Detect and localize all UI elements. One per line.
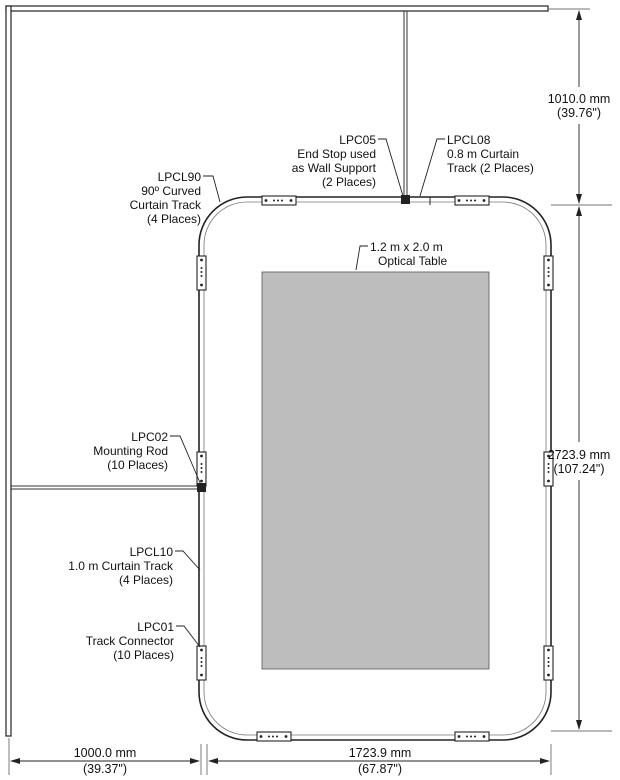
table-label: Optical Table: [378, 254, 447, 268]
dimension-bottom-left: 1000.0 mm (39.37"): [8, 738, 202, 776]
dimension-value: 2723.9 mm: [548, 448, 611, 462]
track-connector: [196, 645, 207, 681]
dimension-value: 1010.0 mm: [548, 92, 611, 106]
callout-lpcl90: LPCL90 90º Curved Curtain Track (4 Place…: [130, 170, 202, 226]
callout-line: 0.8 m Curtain: [447, 147, 519, 161]
track-connector: [543, 645, 554, 681]
dimension-bottom-center: 1723.9 mm (67.87"): [206, 744, 552, 776]
callout-line: LPC02: [131, 430, 168, 444]
callout-line: (10 Places): [113, 648, 174, 662]
callout-line: Curtain Track: [130, 198, 202, 212]
callout-line: LPC05: [339, 133, 376, 147]
callout-line: LPCL10: [130, 545, 174, 559]
callout-table: 1.2 m x 2.0 m Optical Table: [370, 240, 447, 268]
dimension-top-right: 1010.0 mm (39.76"): [548, 8, 612, 206]
callout-line: Track (2 Places): [447, 161, 534, 175]
track-connector: [256, 731, 292, 742]
track-connectors: [196, 195, 554, 742]
optical-table: [261, 271, 490, 670]
callout-line: End Stop used: [297, 147, 376, 161]
top-wall: [5, 5, 549, 12]
dimension-value: (39.37"): [83, 762, 127, 776]
track-connector: [543, 451, 554, 487]
track-connector: [261, 195, 297, 206]
callout-line: Mounting Rod: [93, 444, 168, 458]
dimension-value: 1723.9 mm: [349, 746, 412, 760]
end-stop-top: [401, 195, 410, 204]
callout-line: Track Connector: [86, 634, 174, 648]
dimension-value: 1000.0 mm: [74, 746, 137, 760]
callout-lpcl10: LPCL10 1.0 m Curtain Track (4 Places): [68, 545, 174, 587]
callout-line: LPCL90: [158, 170, 202, 184]
left-wall: [5, 5, 12, 737]
callout-line: (2 Places): [322, 175, 376, 189]
callout-line: as Wall Support: [292, 161, 377, 175]
callout-lpc02: LPC02 Mounting Rod (10 Places): [93, 430, 168, 472]
callout-lpc01: LPC01 Track Connector (10 Places): [86, 620, 175, 662]
callout-lpc05: LPC05 End Stop used as Wall Support (2 P…: [292, 133, 377, 189]
dimension-value: (107.24"): [554, 462, 605, 476]
end-stop-left: [197, 483, 206, 492]
room-walls: [5, 5, 549, 737]
callout-lpcl08: LPCL08 0.8 m Curtain Track (2 Places): [447, 133, 534, 175]
track-connector: [454, 731, 490, 742]
callout-line: LPC01: [137, 620, 174, 634]
track-connector: [454, 195, 490, 206]
dimension-value: (67.87"): [358, 762, 402, 776]
dimension-value: (39.76"): [557, 106, 601, 120]
callout-line: LPCL08: [447, 133, 491, 147]
track-connector: [196, 451, 207, 487]
callout-line: (4 Places): [119, 573, 173, 587]
callout-line: (10 Places): [107, 458, 168, 472]
callout-line: (4 Places): [147, 212, 201, 226]
dimension-right: 2723.9 mm (107.24"): [548, 206, 612, 732]
callout-line: 90º Curved: [141, 184, 201, 198]
table-label: 1.2 m x 2.0 m: [370, 240, 443, 254]
callout-leaders: [170, 138, 445, 648]
wall-support-rods: [11, 11, 408, 490]
track-connector: [543, 255, 554, 291]
callout-line: 1.0 m Curtain Track: [68, 559, 174, 573]
track-connector: [196, 255, 207, 291]
